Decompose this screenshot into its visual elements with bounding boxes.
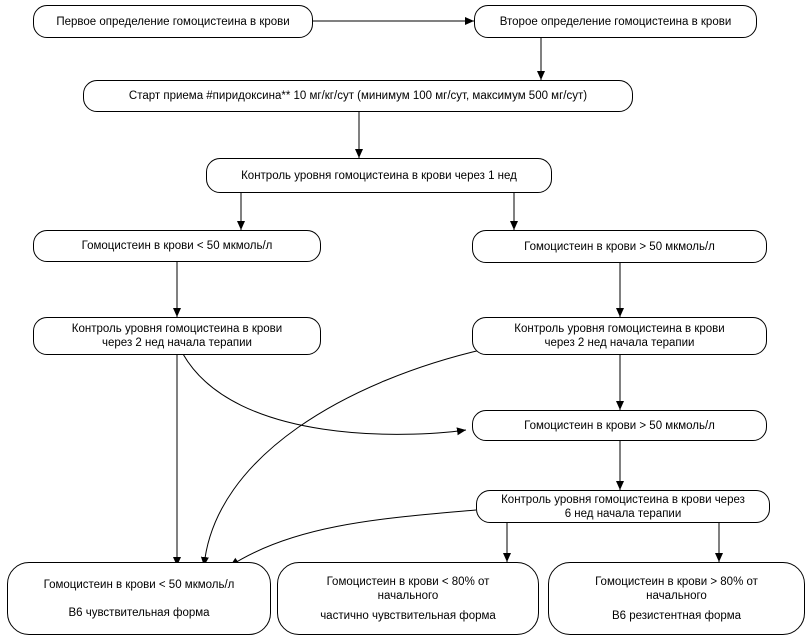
arrow-control2-left-to-gt50-b [182,353,467,436]
node-result-b6-sensitive-line2: B6 чувствительная форма [68,606,210,619]
node-result-partially-sensitive-line3: частично чувствительная форма [320,609,496,622]
node-first-measurement-label: Первое определение гомоцистеина в крови [56,15,290,28]
node-control-6-weeks-line2: 6 нед начала терапии [564,507,682,520]
arrow-control6-to-sensitive [229,509,477,567]
node-homocysteine-lt50-first-label: Гомоцистеин в крови < 50 мкмоль/л [81,240,273,252]
node-control-2-weeks-right-line2: через 2 нед начала терапии [544,337,695,349]
node-second-measurement-label: Второе определение гомоцистеина в крови [499,15,732,28]
node-result-b6-resistant: Гомоцистеин в крови > 80% от начального … [548,562,805,635]
node-control-1-week: Контроль уровня гомоцистеина в крови чер… [206,158,552,193]
node-homocysteine-lt50-first: Гомоцистеин в крови < 50 мкмоль/л [33,230,321,262]
node-control-2-weeks-left: Контроль уровня гомоцистеина в крови чер… [33,317,321,355]
node-result-b6-resistant-line3: B6 резистентная форма [611,609,742,622]
node-result-b6-sensitive-line1: Гомоцистеин в крови < 50 мкмоль/л [43,578,235,591]
node-result-partially-sensitive: Гомоцистеин в крови < 80% от начального … [277,562,539,635]
node-control-2-weeks-left-line2: через 2 нед начала терапии [102,337,252,349]
arrow-control2-right-to-sensitive [200,348,486,567]
node-control-2-weeks-right: Контроль уровня гомоцистеина в крови чер… [472,317,767,355]
node-control-6-weeks-line1: Контроль уровня гомоцистеина в крови чер… [501,493,745,506]
node-result-b6-resistant-line2: начального [646,589,707,602]
node-control-6-weeks: Контроль уровня гомоцистеина в крови чер… [476,490,770,523]
node-start-pyridoxine: Старт приема #пиридоксина** 10 мг/кг/сут… [83,80,633,112]
node-result-partially-sensitive-line1: Гомоцистеин в крови < 80% от [326,575,490,588]
node-homocysteine-gt50-first-label: Гомоцистеин в крови > 50 мкмоль/л [524,240,715,253]
node-homocysteine-gt50-first: Гомоцистеин в крови > 50 мкмоль/л [472,230,767,263]
node-first-measurement: Первое определение гомоцистеина в крови [33,5,313,38]
node-result-b6-resistant-line1: Гомоцистеин в крови > 80% от [595,575,758,588]
node-control-2-weeks-left-line1: Контроль уровня гомоцистеина в крови [71,323,283,335]
node-control-2-weeks-right-line1: Контроль уровня гомоцистеина в крови [514,323,725,335]
node-result-b6-sensitive: Гомоцистеин в крови < 50 мкмоль/л B6 чув… [7,562,271,635]
node-homocysteine-gt50-second-label: Гомоцистеин в крови > 50 мкмоль/л [524,419,715,432]
node-second-measurement: Второе определение гомоцистеина в крови [474,5,757,38]
node-control-1-week-label: Контроль уровня гомоцистеина в крови чер… [241,169,517,182]
node-homocysteine-gt50-second: Гомоцистеин в крови > 50 мкмоль/л [472,410,767,441]
node-result-partially-sensitive-line2: начального [377,589,439,602]
node-start-pyridoxine-label: Старт приема #пиридоксина** 10 мг/кг/сут… [128,90,588,102]
